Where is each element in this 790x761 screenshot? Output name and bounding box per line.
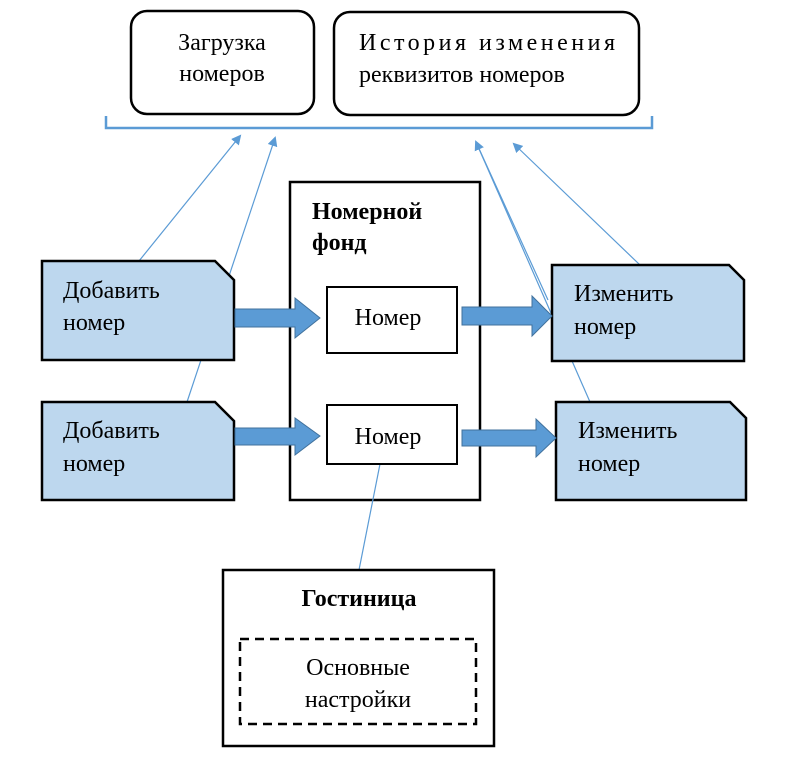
- add-room-line-2: номер: [63, 310, 125, 336]
- load-rooms-line-1: Загрузка: [178, 30, 266, 56]
- room-label: Номер: [355, 424, 422, 450]
- block-arrow-room2-to-edit: [461, 417, 557, 459]
- room-label: Номер: [355, 305, 422, 331]
- edit-room-line-1: Изменить: [578, 418, 677, 444]
- grouping-brace: [104, 116, 654, 130]
- main-settings-line-2: настройки: [305, 687, 411, 713]
- edit-room-line-2: номер: [578, 451, 640, 477]
- history-box: История изменения реквизитов номеров: [332, 10, 641, 117]
- hotel-title: Гостиница: [302, 586, 417, 612]
- edit-room-action[interactable]: Изменить номер: [550, 263, 746, 363]
- connector-add1-to-brace: [138, 134, 242, 262]
- block-arrow-room1-to-edit: [461, 294, 553, 338]
- add-room-action[interactable]: Добавить номер: [40, 259, 236, 362]
- load-rooms-box: Загрузка номеров: [129, 9, 316, 116]
- room-box[interactable]: Номер: [326, 286, 458, 354]
- room-fund-title-line-2: фонд: [312, 230, 367, 256]
- history-line-2: реквизитов номеров: [359, 62, 565, 88]
- connector-edit1b-to-brace: [512, 142, 641, 266]
- edit-room-line-1: Изменить: [574, 281, 673, 307]
- room-fund-title-line-1: Номерной: [312, 199, 422, 225]
- add-room-line-1: Добавить: [63, 278, 160, 304]
- add-room-action[interactable]: Добавить номер: [40, 400, 236, 502]
- load-rooms-line-2: номеров: [179, 61, 265, 87]
- main-settings-line-1: Основные: [306, 655, 410, 681]
- room-box[interactable]: Номер: [326, 404, 458, 465]
- add-room-line-2: номер: [63, 451, 125, 477]
- edit-room-action[interactable]: Изменить номер: [554, 400, 748, 502]
- block-arrow-add1-to-room: [234, 296, 321, 340]
- edit-room-line-2: номер: [574, 314, 636, 340]
- connector-room-to-hotel: [358, 463, 381, 571]
- hotel-box: Гостиница: [221, 568, 496, 748]
- history-line-1: История изменения: [359, 30, 615, 56]
- main-settings-box[interactable]: Основные настройки: [238, 637, 478, 726]
- block-arrow-add2-to-room: [234, 417, 321, 457]
- add-room-line-1: Добавить: [63, 418, 160, 444]
